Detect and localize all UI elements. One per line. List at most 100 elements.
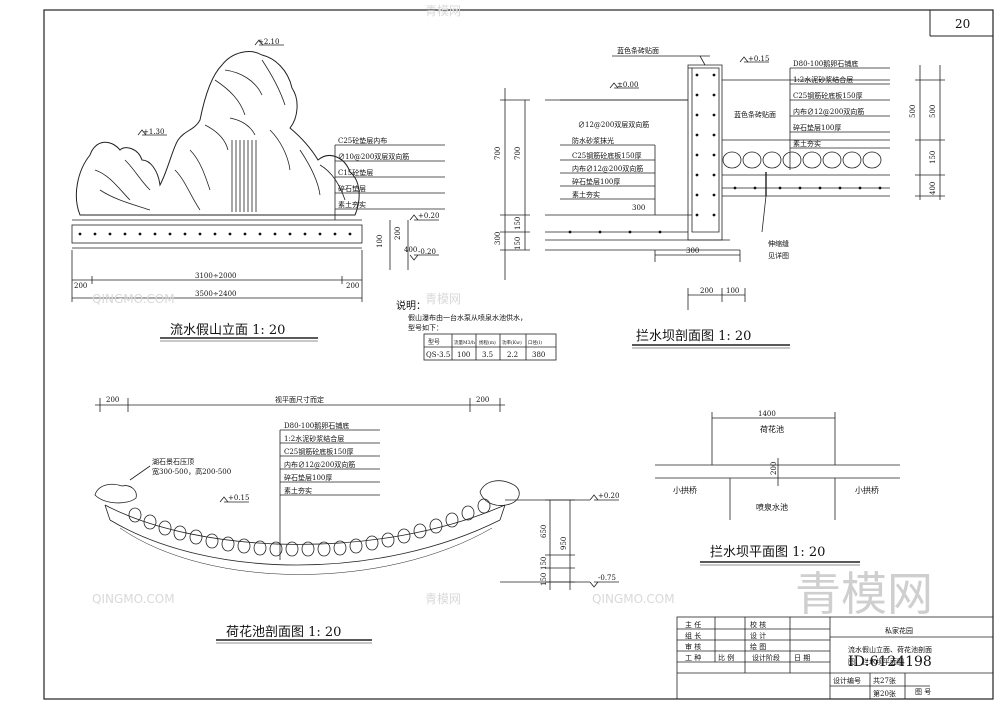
weir-right-layer: D80-100鹅卵石铺底 [793, 59, 858, 68]
page-number: 20 [955, 17, 970, 31]
lotus-layer: 1:2水泥砂浆结合层 [284, 434, 344, 443]
pump-cell: 2.2 [507, 351, 518, 359]
pump-cell: 3.5 [482, 351, 493, 359]
watermark: 青模网 [425, 292, 461, 306]
lotus-section [94, 398, 619, 644]
tb-cell: 比 例 [718, 653, 734, 662]
watermark: QINGMO.COM [92, 592, 175, 606]
weir-dim: 700 [514, 147, 522, 160]
pump-header: 扬程(m) [479, 339, 496, 346]
weir-top-label: 蓝色条砖贴面 [617, 46, 659, 55]
weir-dim: 300 [686, 247, 699, 255]
tb-drawing-no: 图 号 [915, 688, 931, 696]
watermarks: QINGMO.COM 青模网 QINGMO.COM 青模网 QINGMO.COM… [92, 4, 933, 670]
tb-cell: 设 计 [750, 631, 766, 640]
pump-cell: 100 [457, 351, 470, 359]
weir-dim: 500 [909, 105, 917, 118]
lotus-section-title: 荷花池剖面图 1: 20 [226, 624, 341, 640]
note-line-2: 型号如下： [408, 323, 443, 332]
lotus-elev-bottom: -0.75 [598, 574, 616, 582]
watermark: QINGMO.COM [92, 292, 175, 306]
tb-project: 私家花园 [885, 626, 913, 635]
rockery-elev-bottom: -0.20 [418, 248, 436, 256]
weir-side-label: 蓝色条砖贴面 [734, 110, 776, 119]
weir-left-layer: 碎石垫层100厚 [572, 177, 620, 186]
lotus-span-label: 视平面尺寸而定 [275, 395, 324, 404]
sheet-border [43, 9, 994, 700]
tb-cell: 主 任 [685, 620, 701, 629]
weir-dim: 150 [514, 237, 522, 250]
weir-dim: 150 [514, 217, 522, 230]
weir-left-layer: 防水砂浆抹光 [572, 136, 614, 145]
tb-cell: 绘 图 [750, 642, 766, 651]
tb-sheet-no: 第20张 [873, 689, 896, 698]
rockery-elev-base: +0.20 [418, 212, 439, 220]
lotus-elev-left: +0.15 [228, 494, 249, 502]
weir-dim: 700 [494, 147, 502, 160]
weir-section [500, 55, 945, 349]
lotus-dim: 150 [540, 573, 548, 586]
pump-header: 口径(l) [528, 339, 542, 346]
watermark-logo: 青模网 [795, 567, 933, 621]
weir-dim: 300 [632, 204, 645, 212]
rockery-dim: 3100÷2000 [195, 272, 237, 280]
weir-joint-label: 见详图 [768, 251, 789, 260]
watermark: 青模网 [425, 592, 461, 606]
lotus-dim: 200 [106, 396, 119, 404]
tb-cell: 组 长 [685, 631, 701, 640]
weir-dim: 100 [726, 287, 739, 295]
pump-cell: 380 [532, 351, 545, 359]
rockery-layer: ∅10@200双层双向筋 [338, 152, 409, 161]
weir-left-layer: 内布∅12@200双向筋 [572, 164, 643, 173]
tb-cell: 工 种 [685, 653, 701, 662]
tb-cell: 设计阶段 [752, 653, 780, 662]
weir-joint-label: 伸缩缝 [768, 239, 789, 248]
lotus-layer: 素土夯实 [284, 486, 312, 495]
tb-total-sheets: 共27张 [873, 676, 896, 685]
weir-right-layer: C25钢筋砼底板150厚 [793, 91, 863, 100]
lotus-stone-label: 湖石景石压顶 [152, 457, 194, 466]
weir-dim: 500 [929, 105, 937, 118]
lotus-elev-right: +0.20 [598, 492, 619, 500]
weir-plan [655, 412, 900, 566]
lotus-layer: D80-100鹅卵石铺底 [284, 421, 349, 430]
pump-header: 型号 [428, 338, 440, 346]
lotus-dim: 650 [540, 525, 548, 538]
rockery-dim: 3500÷2400 [195, 290, 237, 298]
lotus-stone-label: 宽300-500，高200-500 [152, 467, 231, 476]
rockery-dim: 400 [404, 246, 417, 254]
rockery-title: 流水假山立面 1: 20 [170, 323, 285, 338]
tb-cell: 校 核 [750, 620, 766, 629]
rockery-dim: 200 [346, 282, 359, 290]
title-block [676, 616, 994, 700]
watermark: 青模网 [425, 4, 461, 18]
weir-section-title: 拦水坝剖面图 1: 20 [636, 329, 751, 344]
weir-plan-title: 拦水坝平面图 1: 20 [710, 545, 825, 560]
plan-dim-200: 200 [770, 462, 778, 475]
weir-left-layer: 素土夯实 [572, 190, 600, 199]
rockery-layer: 碎石垫层 [338, 184, 366, 193]
pump-table [423, 333, 557, 361]
weir-left-layer: C25钢筋砼底板150厚 [572, 151, 642, 160]
pump-header: 流量M3/h [454, 339, 475, 346]
note-line-1: 假山瀑布由一台水泵从喷泉水池供水， [408, 313, 527, 322]
rockery-dim: 200 [394, 227, 402, 240]
weir-right-layer: 1:2水泥砂浆结合层 [793, 75, 853, 84]
rockery-layer: C25砼垫层内布 [338, 136, 387, 145]
tb-cell: 审 核 [685, 642, 701, 651]
rockery-dim: 100 [376, 235, 384, 248]
weir-elev-pos: +0.15 [748, 55, 769, 63]
rockery-elevation [71, 39, 445, 342]
pump-header: 功率(Kw) [502, 339, 522, 346]
lotus-cobbles [128, 498, 491, 557]
tb-drawing-title: 图、拦水坝平面图 [848, 657, 904, 666]
pump-cell: QS-3.5 [426, 351, 450, 359]
watermark: QINGMO.COM [592, 592, 675, 606]
plan-bridge-left: 小拱桥 [673, 485, 697, 495]
lotus-dim: 950 [560, 537, 568, 550]
rockery-elev-top: +2.10 [258, 38, 279, 46]
lotus-dim: 150 [540, 557, 548, 570]
weir-rebar-dots [568, 73, 882, 234]
weir-dim: 300 [494, 232, 502, 245]
